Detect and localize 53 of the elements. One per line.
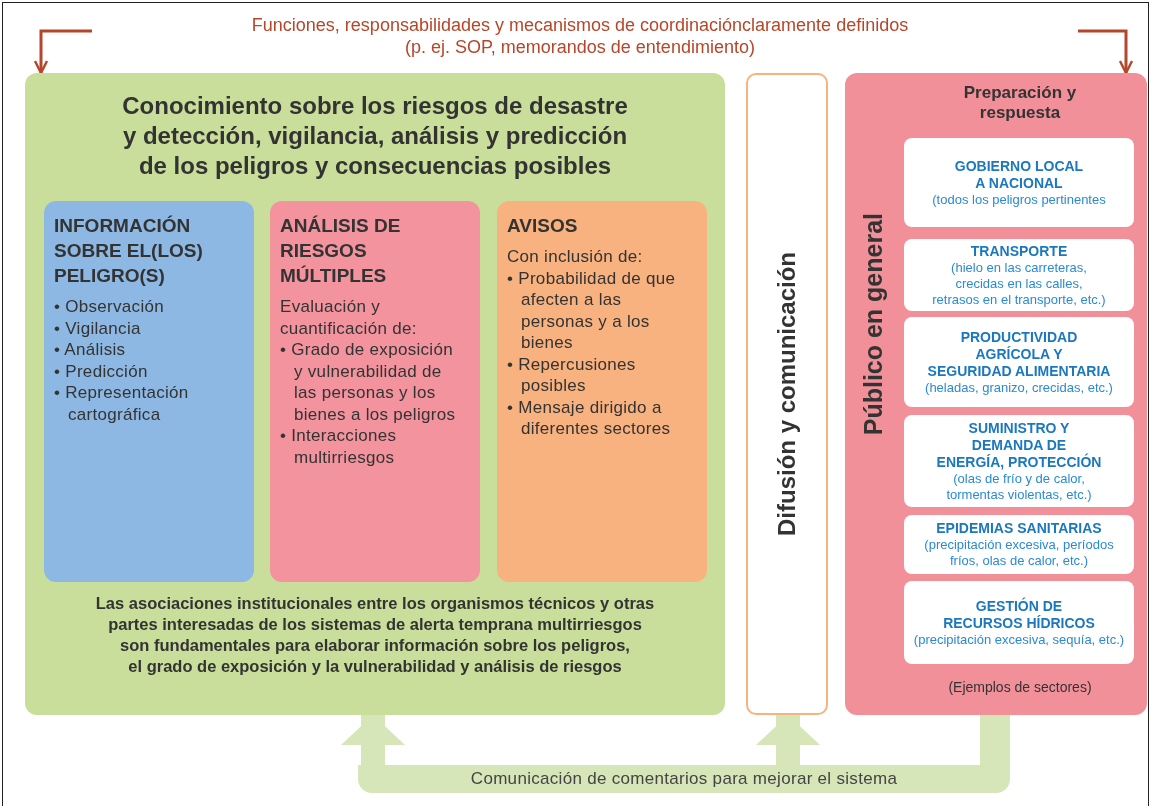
- heading: INFORMACIÓN SOBRE EL(LOS) PELIGRO(S): [54, 214, 204, 288]
- column-box: [746, 73, 828, 715]
- arrow: [1078, 29, 1134, 75]
- heading: Funciones, responsabilidades y mecanismos de coordinaciónclaramente definidos (p. ej. SOP, memorandos de entendimiento): [250, 14, 910, 58]
- list-item: • Vigilancia: [54, 317, 142, 339]
- body-text: (hielo en las carreteras, crecidas en las calles, retrasos en el transporte, etc.): [931, 259, 1107, 308]
- info-card: [44, 201, 254, 582]
- sector-card: [904, 138, 1134, 227]
- list-item: Evaluación y cuantificación de:: [280, 296, 418, 339]
- note: (Ejemplos de sectores): [947, 679, 1093, 695]
- heading: ANÁLISIS DE RIESGOS MÚLTIPLES: [280, 214, 402, 288]
- heading: PRODUCTIVIDAD AGRÍCOLA Y SEGURIDAD ALIMENTARIA: [926, 328, 1112, 380]
- panel: [25, 73, 725, 715]
- paragraph: Las asociaciones institucionales entre los organismos técnicos y otras partes interesadas de los sistemas de alerta temprana multirriesgos son fundamentales para elaborar información sobre los peligros, el grado de exposición y la vulnerabilidad y análisis de riesgos: [94, 593, 656, 677]
- list-item: • Interacciones multirriesgos: [280, 425, 398, 468]
- heading: SUMINISTRO Y DEMANDA DE ENERGÍA, PROTECCIÓN: [935, 419, 1103, 471]
- vertical-label: Público en general: [859, 213, 888, 436]
- arrow: [341, 715, 405, 765]
- heading: AVISOS: [507, 214, 579, 238]
- band-label: Comunicación de comentarios para mejorar el sistema: [470, 769, 898, 789]
- list-item: • Probabilidad de que afecten a las personas y a los bienes: [507, 267, 677, 354]
- heading: GESTIÓN DE RECURSOS HÍDRICOS: [942, 597, 1096, 632]
- panel: [845, 73, 1147, 715]
- arrow: [33, 29, 92, 75]
- heading: Conocimiento sobre los riesgos de desastre y detección, vigilancia, análisis y predicción de los peligros y consecuencias posibles: [121, 91, 629, 181]
- list-item: • Observación: [54, 296, 165, 318]
- heading: TRANSPORTE: [969, 242, 1069, 260]
- list-item: • Predicción: [54, 360, 149, 382]
- heading: EPIDEMIAS SANITARIAS: [935, 520, 1103, 537]
- sector-card: [904, 515, 1134, 574]
- list-item: • Grado de exposición y vulnerabilidad de las personas y los bienes a los peligros: [280, 339, 456, 425]
- sector-card: [904, 415, 1134, 507]
- feedback-band: [358, 765, 1010, 793]
- sector-card: [904, 317, 1134, 407]
- body-text: (precipitación excesiva, sequía, etc.): [912, 631, 1126, 648]
- list-item: • Repercusiones posibles: [507, 353, 637, 397]
- vertical-label: Difusión y comunicación: [773, 252, 801, 536]
- info-card: [497, 201, 707, 582]
- arrow: [756, 715, 820, 765]
- body-text: (todos los peligros pertinentes: [931, 191, 1107, 208]
- info-card: [270, 201, 480, 582]
- body-text: (precipitación excesiva, períodos fríos, olas de calor, etc.): [923, 537, 1115, 569]
- heading: GOBIERNO LOCAL A NACIONAL: [953, 157, 1085, 192]
- body-text: (heladas, granizo, crecidas, etc.): [924, 379, 1114, 396]
- body-text: (olas de frío y de calor, tormentas violentas, etc.): [945, 470, 1093, 503]
- list-item: • Mensaje dirigido a diferentes sectores: [507, 396, 672, 440]
- heading: Preparación y respuesta: [962, 83, 1078, 123]
- connector-band: [980, 715, 1010, 765]
- list-item: • Representación cartográfica: [54, 382, 190, 425]
- sector-card: [904, 239, 1134, 311]
- sector-card: [904, 581, 1134, 664]
- list-item: Con inclusión de:: [507, 246, 644, 268]
- list-item: • Análisis: [54, 339, 127, 361]
